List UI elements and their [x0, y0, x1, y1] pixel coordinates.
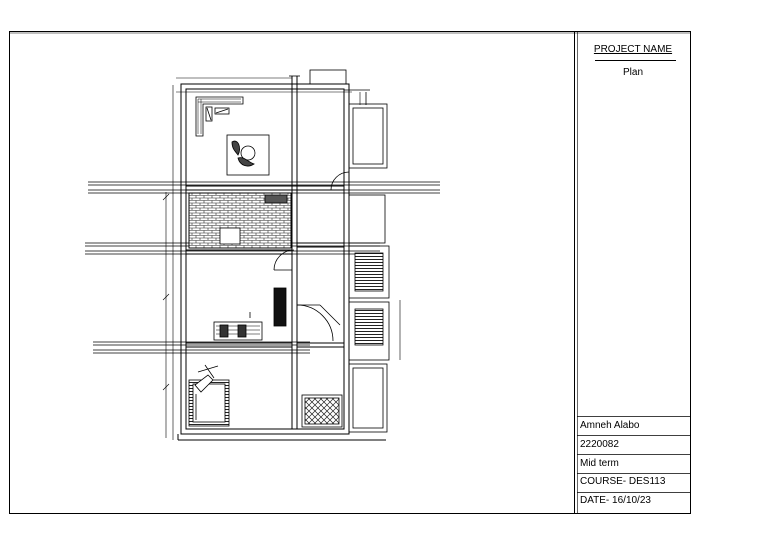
interior-walls [186, 76, 344, 429]
outer-walls [177, 83, 386, 441]
author-name: Amneh Alabo [580, 420, 640, 431]
student-id: 2220082 [580, 439, 619, 450]
l-sofa [195, 96, 244, 137]
project-name-label: PROJECT NAME [593, 44, 673, 55]
annex-panels [354, 252, 384, 346]
sheet-border [9, 31, 691, 514]
bed [188, 364, 230, 427]
course-code: COURSE- DES113 [580, 476, 666, 487]
floor-plan [85, 69, 440, 441]
exam-type: Mid term [580, 458, 619, 469]
top-protrusions [289, 69, 370, 105]
doors [273, 171, 350, 342]
shower [301, 394, 343, 428]
dimension-lines [162, 77, 401, 440]
right-annex [348, 103, 390, 433]
dining-table [226, 134, 270, 176]
kitchen-floor [188, 192, 292, 249]
drawing-date: DATE- 16/10/23 [580, 495, 651, 506]
title-block-grid [577, 416, 691, 493]
bedroom-furniture [213, 287, 287, 341]
project-name-value: Plan [622, 67, 643, 78]
